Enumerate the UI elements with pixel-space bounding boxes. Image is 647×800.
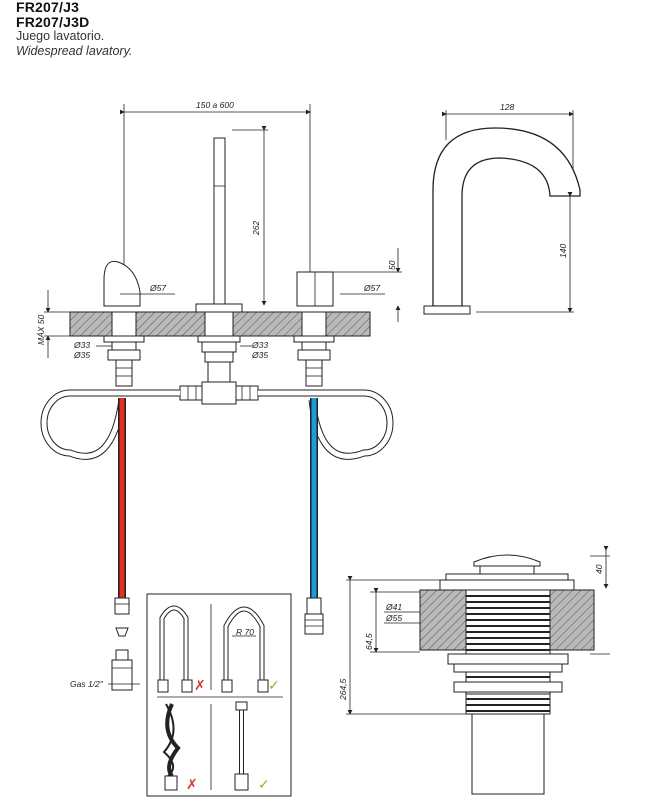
spout-rod xyxy=(213,137,226,309)
dim-drain-mid-label: 64,5 xyxy=(364,633,374,650)
dim-drain-total-label: 264,5 xyxy=(338,678,348,701)
drain-lower-nut xyxy=(453,681,563,693)
hot-valve-body xyxy=(103,311,145,387)
tee-connector xyxy=(179,361,259,405)
spout-side-view: 128 140 xyxy=(423,102,581,315)
product-code-1: FR207/J3 xyxy=(16,0,80,15)
cold-hose-fitting xyxy=(304,597,324,635)
hose-installation-tips: ✗ R 70 ✓ ✗ ✓ xyxy=(146,593,292,797)
description-spanish: Juego lavatorio. xyxy=(16,29,105,43)
dim-spout-height-label: 262 xyxy=(251,221,261,236)
dim-spread-label: 150 a 600 xyxy=(196,100,234,110)
hot-supply-hose xyxy=(119,398,125,598)
drain-section-view: 264,5 64,5 Ø41 Ø55 40 xyxy=(338,546,610,795)
dim-drain-top-label: 40 xyxy=(594,564,604,574)
dim-drain-d41-label: Ø41 xyxy=(385,602,402,612)
spout-shank xyxy=(197,311,241,363)
dim-gas-label: Gas 1/2" xyxy=(70,679,104,689)
dim-spout-side-height-label: 140 xyxy=(558,244,568,258)
product-header: FR207/J3 FR207/J3D Juego lavatorio. Wide… xyxy=(16,0,132,58)
correct-icon: ✓ xyxy=(258,776,270,792)
description-english: Widespread lavatory. xyxy=(16,43,133,58)
correct-icon: ✓ xyxy=(268,677,280,693)
hot-hose-fitting xyxy=(111,597,133,691)
spout-side-base xyxy=(423,305,471,315)
drain-tailpiece xyxy=(471,713,545,795)
dim-d33-mid-label: Ø33 xyxy=(251,340,268,350)
spout-base-flange xyxy=(195,303,243,313)
cold-supply-hose xyxy=(311,398,317,598)
dim-d35-left-label: Ø35 xyxy=(73,350,90,360)
spout-gooseneck xyxy=(432,127,581,307)
drain-cap xyxy=(473,554,541,567)
dim-max-deck-label: MÁX 50 xyxy=(36,314,46,345)
product-code-2: FR207/J3D xyxy=(16,13,90,30)
basin-left-section xyxy=(419,589,467,651)
dim-d33-left-label: Ø33 xyxy=(73,340,90,350)
dim-d57-right-label: Ø57 xyxy=(363,283,380,293)
dim-bend-radius-label: R 70 xyxy=(236,627,254,637)
drain-lock-nut xyxy=(447,653,569,665)
dim-spout-reach-label: 128 xyxy=(500,102,514,112)
hot-handle xyxy=(103,260,141,307)
dim-d57-left-label: Ø57 xyxy=(149,283,166,293)
dim-drain-d55-label: Ø55 xyxy=(385,613,402,623)
dim-handle-height-label: 50 xyxy=(387,260,397,270)
basin-right-section xyxy=(549,589,595,651)
incorrect-icon: ✗ xyxy=(186,776,198,792)
cold-valve-body xyxy=(293,311,335,387)
front-assembly-view: 150 a 600 262 50 Ø57 Ø57 MÁX 50 xyxy=(36,100,402,691)
incorrect-icon: ✗ xyxy=(194,677,206,693)
dim-d35-mid-label: Ø35 xyxy=(251,350,268,360)
